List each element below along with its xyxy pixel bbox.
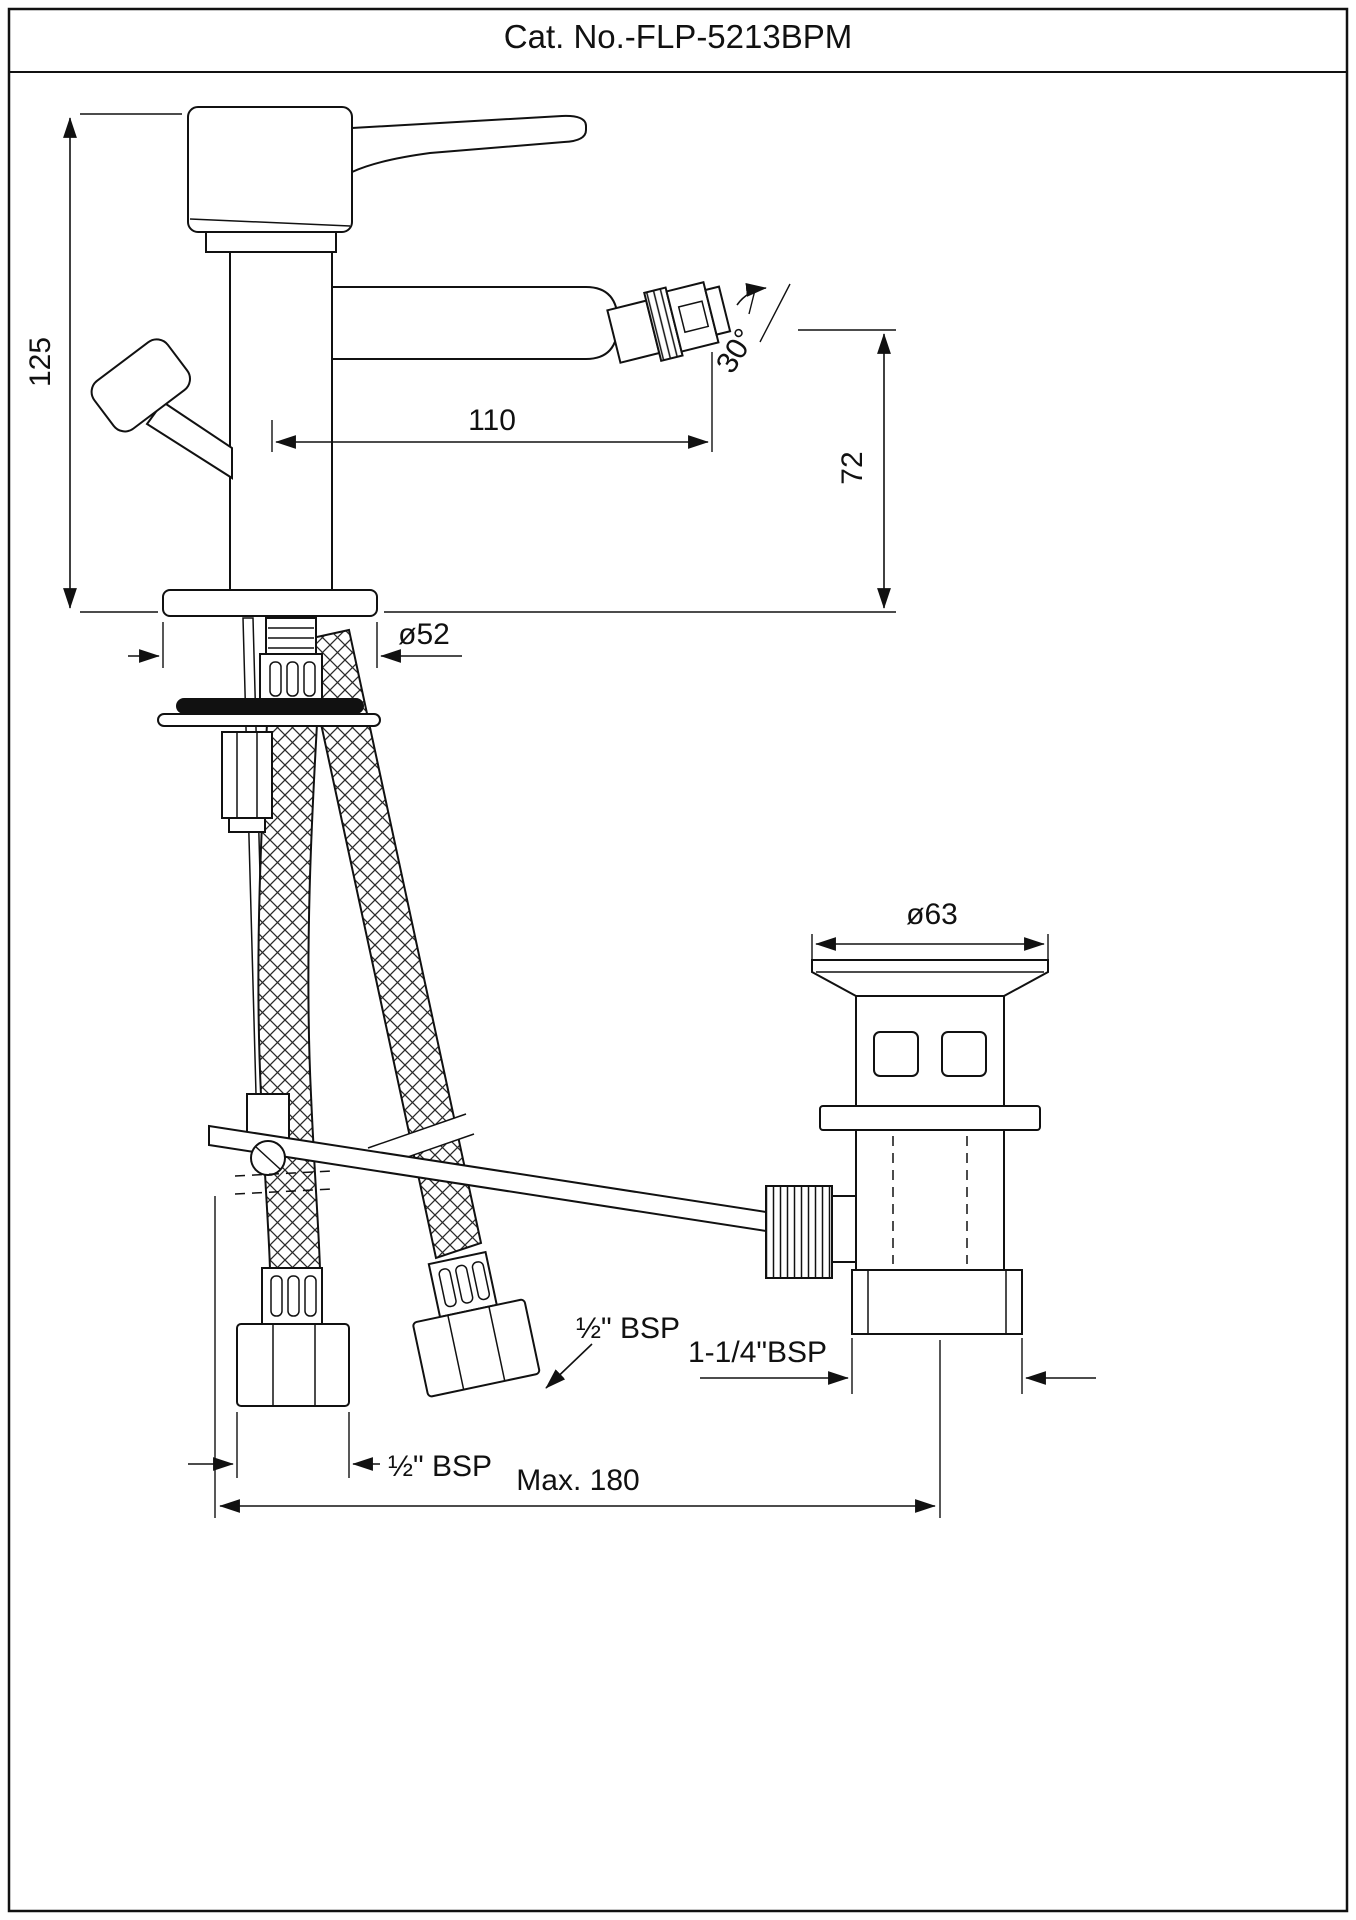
mounting-plate [157,713,381,727]
faucet-spout [331,286,620,360]
page-border [7,7,1349,1913]
waste-flange [811,959,1049,997]
faucet-body-column [229,251,333,593]
aerator [606,281,732,364]
pop-up-waste [765,959,1049,1335]
dim-inlet-thread-right: ½" BSP [576,1312,680,1345]
base-flange [162,589,378,617]
waste-rod-connector [831,1195,857,1263]
dim-flange-diameter: ø63 [906,898,958,931]
dim-spout-height: 72 [836,451,869,484]
waste-lower-body [855,1129,1005,1271]
faucet-neck [205,231,337,253]
dim-base-diameter: ø52 [398,618,450,651]
dim-outlet-thread: 1-1/4"BSP [688,1336,827,1369]
supply-hose-right [301,628,483,1260]
waste-overflow-hole-right [941,1031,987,1077]
waste-mid-flange [819,1105,1041,1131]
dim-spout-reach: 110 [468,404,516,437]
rubber-washer [176,698,364,714]
hose-right-nut [412,1298,541,1398]
faucet-cap [187,106,353,233]
mounting-nut-step [228,817,266,833]
catalog-number: Cat. No.-FLP-5213BPM [504,18,852,55]
dim-overall-height: 125 [24,337,57,387]
hose-right-fittings [412,1250,541,1398]
waste-overflow-hole-left [873,1031,919,1077]
waste-rod-nut [765,1185,833,1279]
dim-max-thickness: Max. 180 [516,1464,639,1497]
side-knob [90,338,191,433]
dim-inlet-thread-left: ½" BSP [388,1450,492,1483]
faucet [90,106,732,617]
faucet-handle [351,114,587,174]
dimensions: 125 110 72 30° ø52 ø63 1-1/4"BSP Max. 18… [24,113,1096,1518]
mounting-and-hoses [157,617,767,1407]
waste-tailpiece [851,1269,1023,1335]
mounting-nut [221,731,273,819]
waste-upper-body [855,995,1005,1107]
hose-left-nut [236,1323,350,1407]
side-knob-stem [145,400,233,480]
